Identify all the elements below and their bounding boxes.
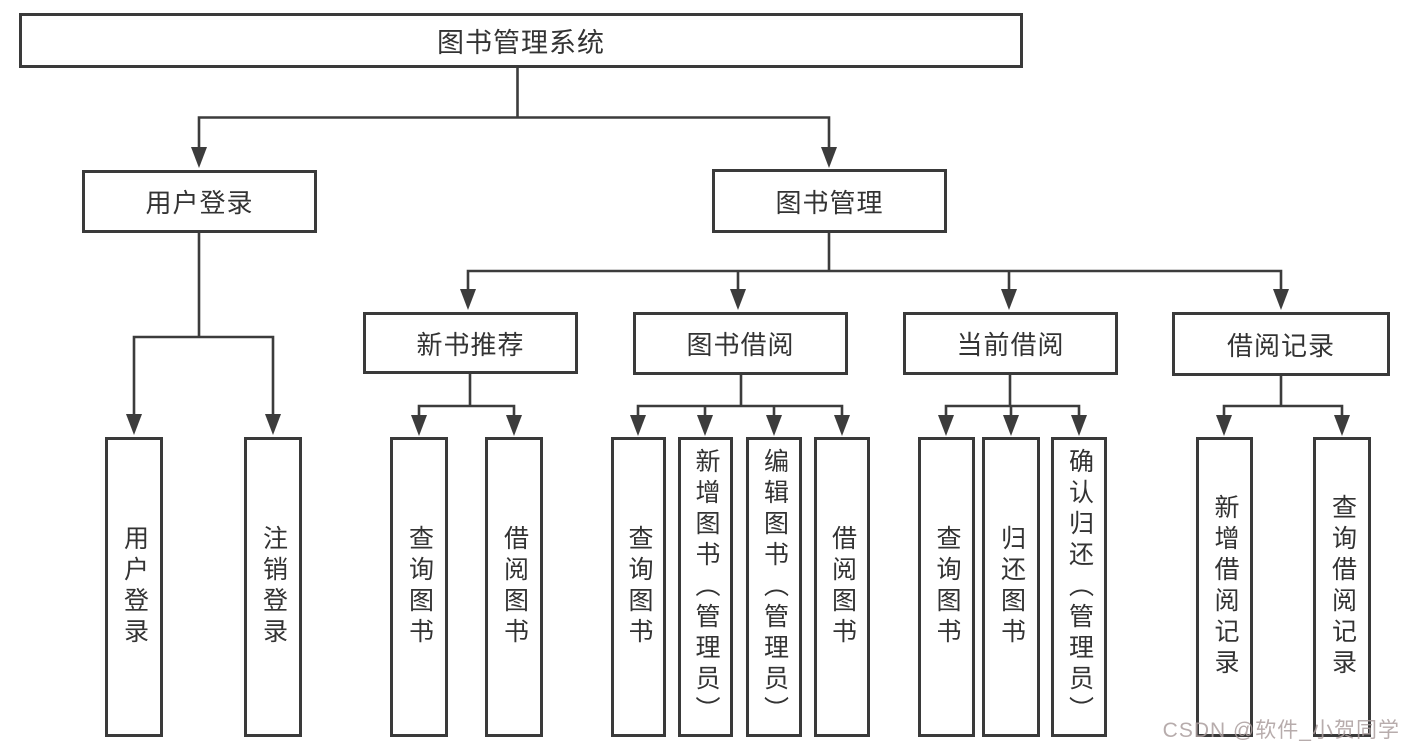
leaf-logout: 注销登录	[244, 437, 302, 737]
arrow-down-icon	[265, 414, 281, 435]
node-library-management-system: 图书管理系统	[19, 13, 1023, 68]
arrow-down-icon	[1216, 415, 1232, 436]
arrow-down-icon	[1334, 415, 1350, 436]
arrow-down-icon	[1071, 415, 1087, 436]
csdn-watermark: CSDN @软件_小贺同学	[1162, 719, 1400, 742]
node-book-management: 图书管理	[712, 169, 947, 233]
connector-new-book-children	[417, 372, 516, 421]
leaf-current-confirm-return-admin: 确认归还（管理员）	[1051, 437, 1107, 737]
arrow-down-icon	[126, 414, 142, 435]
leaf-records-query-record: 查询借阅记录	[1313, 437, 1371, 737]
arrow-down-icon	[730, 289, 746, 310]
connector-book-management-children	[466, 231, 1283, 294]
arrow-down-icon	[1001, 289, 1017, 310]
arrow-down-icon	[1003, 415, 1019, 436]
arrow-down-icon	[697, 415, 713, 436]
leaf-new-query-books: 查询图书	[390, 437, 448, 737]
leaf-borrow-borrow-books: 借阅图书	[814, 437, 870, 737]
arrow-down-icon	[630, 415, 646, 436]
leaf-new-borrow-books: 借阅图书	[485, 437, 543, 737]
arrow-down-icon	[460, 289, 476, 310]
arrow-down-icon	[1273, 289, 1289, 310]
node-borrow-records: 借阅记录	[1172, 312, 1390, 376]
leaf-borrow-query-books: 查询图书	[611, 437, 666, 737]
leaf-current-query-books: 查询图书	[918, 437, 975, 737]
node-current-borrow: 当前借阅	[903, 312, 1118, 375]
arrow-down-icon	[834, 415, 850, 436]
node-user-login: 用户登录	[82, 170, 317, 233]
arrow-down-icon	[191, 147, 207, 168]
leaf-borrow-add-books-admin: 新增图书（管理员）	[678, 437, 733, 737]
connector-root-to-level2	[197, 66, 831, 152]
leaf-borrow-edit-books-admin: 编辑图书（管理员）	[746, 437, 802, 737]
connector-user-login-children	[132, 231, 275, 420]
node-book-borrow: 图书借阅	[633, 312, 848, 375]
arrow-down-icon	[821, 147, 837, 168]
arrow-down-icon	[938, 415, 954, 436]
arrow-down-icon	[506, 415, 522, 436]
leaf-user-login: 用户登录	[105, 437, 163, 737]
node-new-book-recommend: 新书推荐	[363, 312, 578, 374]
connector-borrow-records-children	[1222, 374, 1344, 421]
arrow-down-icon	[766, 415, 782, 436]
leaf-records-add-record: 新增借阅记录	[1196, 437, 1253, 737]
connector-book-borrow-children	[636, 373, 844, 421]
arrow-down-icon	[411, 415, 427, 436]
connector-current-borrow-children	[944, 373, 1081, 421]
leaf-current-return-books: 归还图书	[982, 437, 1040, 737]
